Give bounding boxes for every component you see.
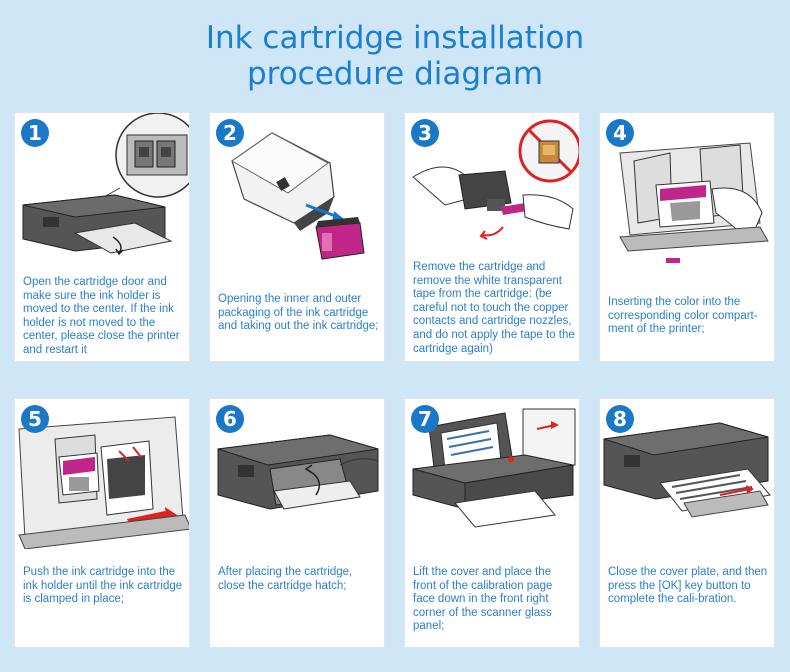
page-title: Ink cartridge installation procedure dia… [0,20,790,92]
insert-color-cartridge-icon [619,142,769,263]
step-card-8: 8 Close the cover plate, and then press … [599,398,775,648]
step-caption: Remove the cartridge and remove the whit… [413,261,575,355]
step-caption: Open the cartridge door and make sure th… [23,276,180,356]
step-number-badge: 4 [606,119,634,147]
step-number-badge: 8 [606,405,634,433]
step-card-6: 6 After placing the cartridge, close the… [209,398,385,648]
step-number-badge: 2 [216,119,244,147]
close-hatch-icon [217,434,379,510]
step-card-3: 3 Remove the cartridge and remove the wh… [404,112,580,362]
printer-open-door-icon [22,113,189,256]
step-card-7: 7 Lift the cover and place the front of … [404,398,580,648]
step-number-badge: 5 [21,405,49,433]
step-caption: Close the cover plate, and then press th… [608,566,768,606]
step-caption: After placing the cartridge, close the c… [218,566,353,592]
step-caption: Lift the cover and place the front of th… [413,566,553,633]
step-card-5: 5 Push the ink cartridge into the ink ho… [14,398,190,648]
step-caption: Push the ink cartridge into the ink hold… [23,566,183,606]
step-card-1: 1 Open the cartridge door and make sure … [14,112,190,362]
step-number-badge: 1 [21,119,49,147]
step-caption: Opening the inner and outer packaging of… [218,293,379,333]
push-cartridge-icon [18,416,189,549]
step-number-badge: 6 [216,405,244,433]
step-number-badge: 7 [411,405,439,433]
title-line-2: procedure diagram [246,56,544,92]
step-caption: Inserting the color into the correspondi… [608,296,758,336]
step-card-4: 4 Inserting the color into the correspon… [599,112,775,362]
print-calibration-icon [603,422,771,518]
step-card-2: 2 Opening the inner and outer packaging … [209,112,385,362]
title-line-1: Ink cartridge installation [205,20,585,56]
step-number-badge: 3 [411,119,439,147]
remove-tape-icon [412,119,579,240]
scanner-calibration-icon [412,408,576,528]
cartridge-package-icon [231,132,365,260]
